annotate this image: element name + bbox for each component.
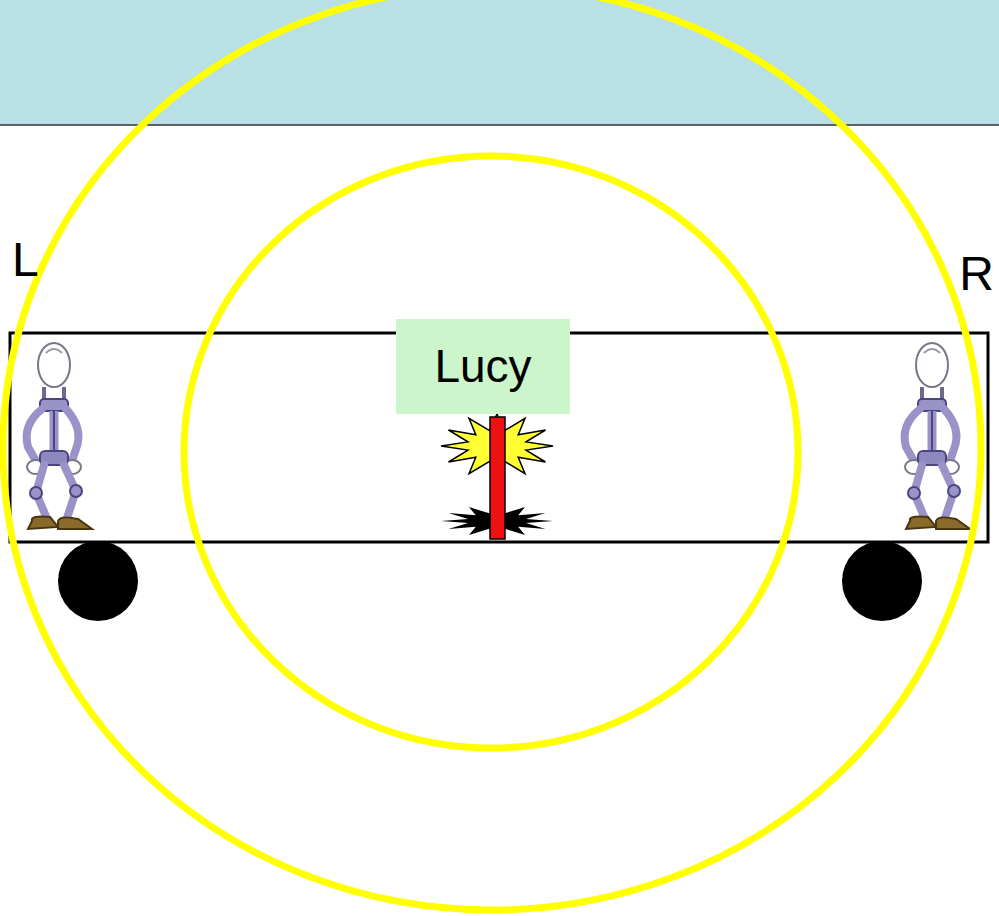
left-observer bbox=[27, 343, 92, 529]
train-car bbox=[10, 333, 988, 542]
light-wavefront bbox=[3, 0, 981, 910]
flash-bar bbox=[490, 417, 505, 539]
right-observer bbox=[905, 343, 970, 529]
light-flash bbox=[441, 414, 553, 539]
wheel bbox=[58, 541, 138, 621]
end-label: R bbox=[959, 250, 994, 298]
header-band bbox=[0, 0, 999, 125]
light-wavefront bbox=[184, 156, 798, 748]
observer-name: Lucy bbox=[434, 341, 531, 392]
name-tag: Lucy bbox=[396, 319, 570, 414]
wheel bbox=[842, 541, 922, 621]
header-rule bbox=[0, 124, 999, 126]
end-label: L bbox=[12, 236, 39, 284]
